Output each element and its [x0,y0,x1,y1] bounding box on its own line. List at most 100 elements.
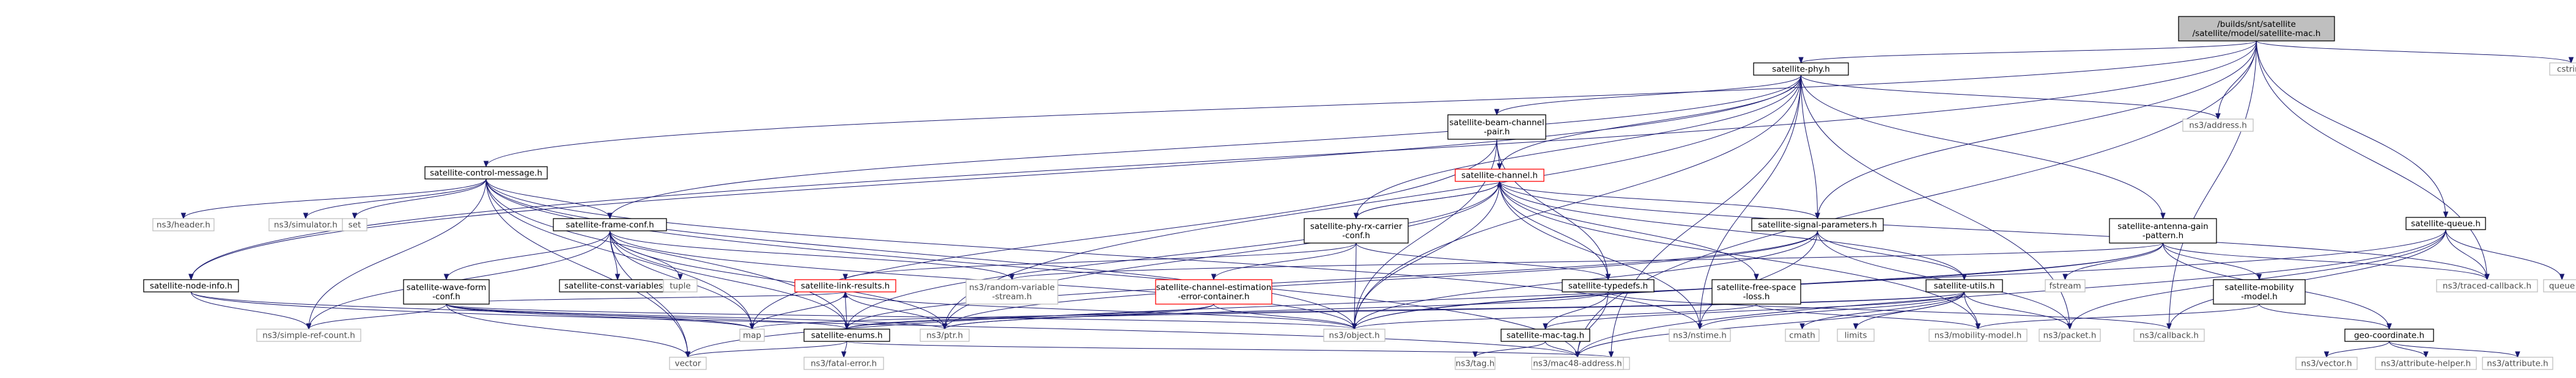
node-freesp[interactable]: satellite-free-space-loss.h [1711,279,1801,305]
include-edge [354,178,487,219]
node-linkres[interactable]: satellite-link-results.h [794,279,896,293]
node-mobility[interactable]: satellite-mobility-model.h [2213,279,2306,305]
include-edge-arrowhead [1574,351,1581,358]
include-edge [1356,181,1500,219]
node-enums[interactable]: satellite-enums.h [803,329,890,342]
node-constvar[interactable]: satellite-const-variables.h [559,279,676,293]
include-edge [1475,341,1546,358]
node-label: satellite-signal-parameters.h [1758,220,1877,230]
node-phy[interactable]: satellite-phy.h [1753,62,1849,76]
node-box [1155,279,1272,305]
node-wave[interactable]: satellite-wave-form-conf.h [403,279,490,305]
node-label: ns3/callback.h [2139,331,2199,341]
node-label: ns3/simulator.h [274,220,338,230]
include-edge [687,341,847,358]
include-edge [183,178,487,219]
node-beam[interactable]: satellite-beam-channel-pair.h [1447,114,1546,140]
node-nodeinfo[interactable]: satellite-node-info.h [143,279,239,293]
node-sig[interactable]: satellite-signal-parameters.h [1751,218,1884,231]
node-label: tuple [670,282,690,291]
node-label: fstream [2049,282,2081,291]
node-label: ns3/object.h [1329,331,1379,341]
include-edge-arrowhead [2386,323,2392,330]
node-rxc[interactable]: satellite-phy-rx-carrier-conf.h [1304,218,1409,244]
node-box [2405,217,2486,230]
include-edge-arrowhead [1608,351,1614,358]
node-box [1711,279,1801,305]
node-label: cmath [1789,331,1815,341]
node-fatal: ns3/fatal-error.h [803,357,884,370]
include-edge [846,341,1612,358]
include-edge-arrowhead [843,274,848,281]
include-edge-arrowhead [1497,163,1502,170]
node-label: -pattern.h [2142,231,2183,241]
include-edge [2326,341,2390,358]
node-geo[interactable]: geo-coordinate.h [2344,329,2434,342]
node-label: satellite-phy-rx-carrier [1310,222,1403,231]
include-edge [845,291,1355,330]
include-edge-arrowhead [685,351,691,358]
node-box [2295,357,2358,370]
include-edge [1499,181,1818,219]
node-box [2213,279,2306,305]
node-root[interactable]: /builds/snt/satellite/satellite/model/sa… [2178,16,2335,42]
node-attribute: ns3/attribute.h [2482,357,2553,370]
node-box [1928,329,2028,342]
node-box [965,279,1058,305]
node-label: ns3/nstime.h [1673,331,1727,341]
node-queue[interactable]: satellite-queue.h [2405,217,2486,230]
node-label: map [743,331,761,341]
node-box [1562,279,1655,293]
node-address: ns3/address.h [2182,118,2254,132]
node-typedefs[interactable]: satellite-typedefs.h [1562,279,1655,293]
include-edge-arrowhead [749,323,755,330]
node-label: satellite-wave-form [407,283,487,293]
node-frame[interactable]: satellite-frame-conf.h [553,218,667,231]
node-chanest[interactable]: satellite-channel-estimation-error-conta… [1155,279,1272,305]
include-edge [1356,242,1609,280]
node-label: ns3/attribute.h [2487,359,2548,369]
node-label: ns3/packet.h [2043,331,2097,341]
include-edge-arrowhead [2559,274,2565,281]
include-edge [1499,181,1757,280]
node-mactag[interactable]: satellite-mac-tag.h [1500,329,1590,342]
node-box [2436,279,2538,293]
include-edge-arrowhead [942,323,948,330]
node-box [1785,329,1820,342]
include-edge-arrowhead [1975,323,1981,330]
node-header: ns3/header.h [152,218,215,231]
include-edge [308,303,447,330]
include-edge [485,178,1355,330]
node-label: ns3/mac48-address.h [1533,359,1622,369]
node-simulator: ns3/simulator.h [268,218,343,231]
node-box [1669,329,1731,342]
include-edge [1964,291,2070,330]
node-label: -conf.h [1342,231,1370,241]
include-edge [2163,242,2487,280]
node-packet: ns3/packet.h [2039,329,2101,342]
include-edge [1801,75,2218,120]
include-edge [2065,242,2163,280]
node-box [1925,279,2003,293]
include-edge [1499,181,2487,280]
include-edge [1611,75,1801,358]
node-box [663,279,698,293]
include-edge [1354,242,1357,330]
include-edge [191,40,2257,280]
include-edge-arrowhead [1543,323,1548,330]
include-edge [2169,229,2446,330]
node-chan[interactable]: satellite-channel.h [1455,169,1544,182]
node-label: satellite-antenna-gain [2117,222,2208,231]
include-edge [191,291,753,330]
node-box [1304,218,1409,244]
node-utils[interactable]: satellite-utils.h [1925,279,2003,293]
node-tuple: tuple [663,279,698,293]
node-label: /satellite/model/satellite-mac.h [2193,29,2321,38]
node-box [1455,357,1496,370]
node-ctrl[interactable]: satellite-control-message.h [424,166,548,180]
node-box [1447,114,1546,140]
node-ant[interactable]: satellite-antenna-gain-pattern.h [2109,218,2217,244]
node-box [2039,329,2101,342]
node-label: satellite-const-variables.h [564,282,671,291]
